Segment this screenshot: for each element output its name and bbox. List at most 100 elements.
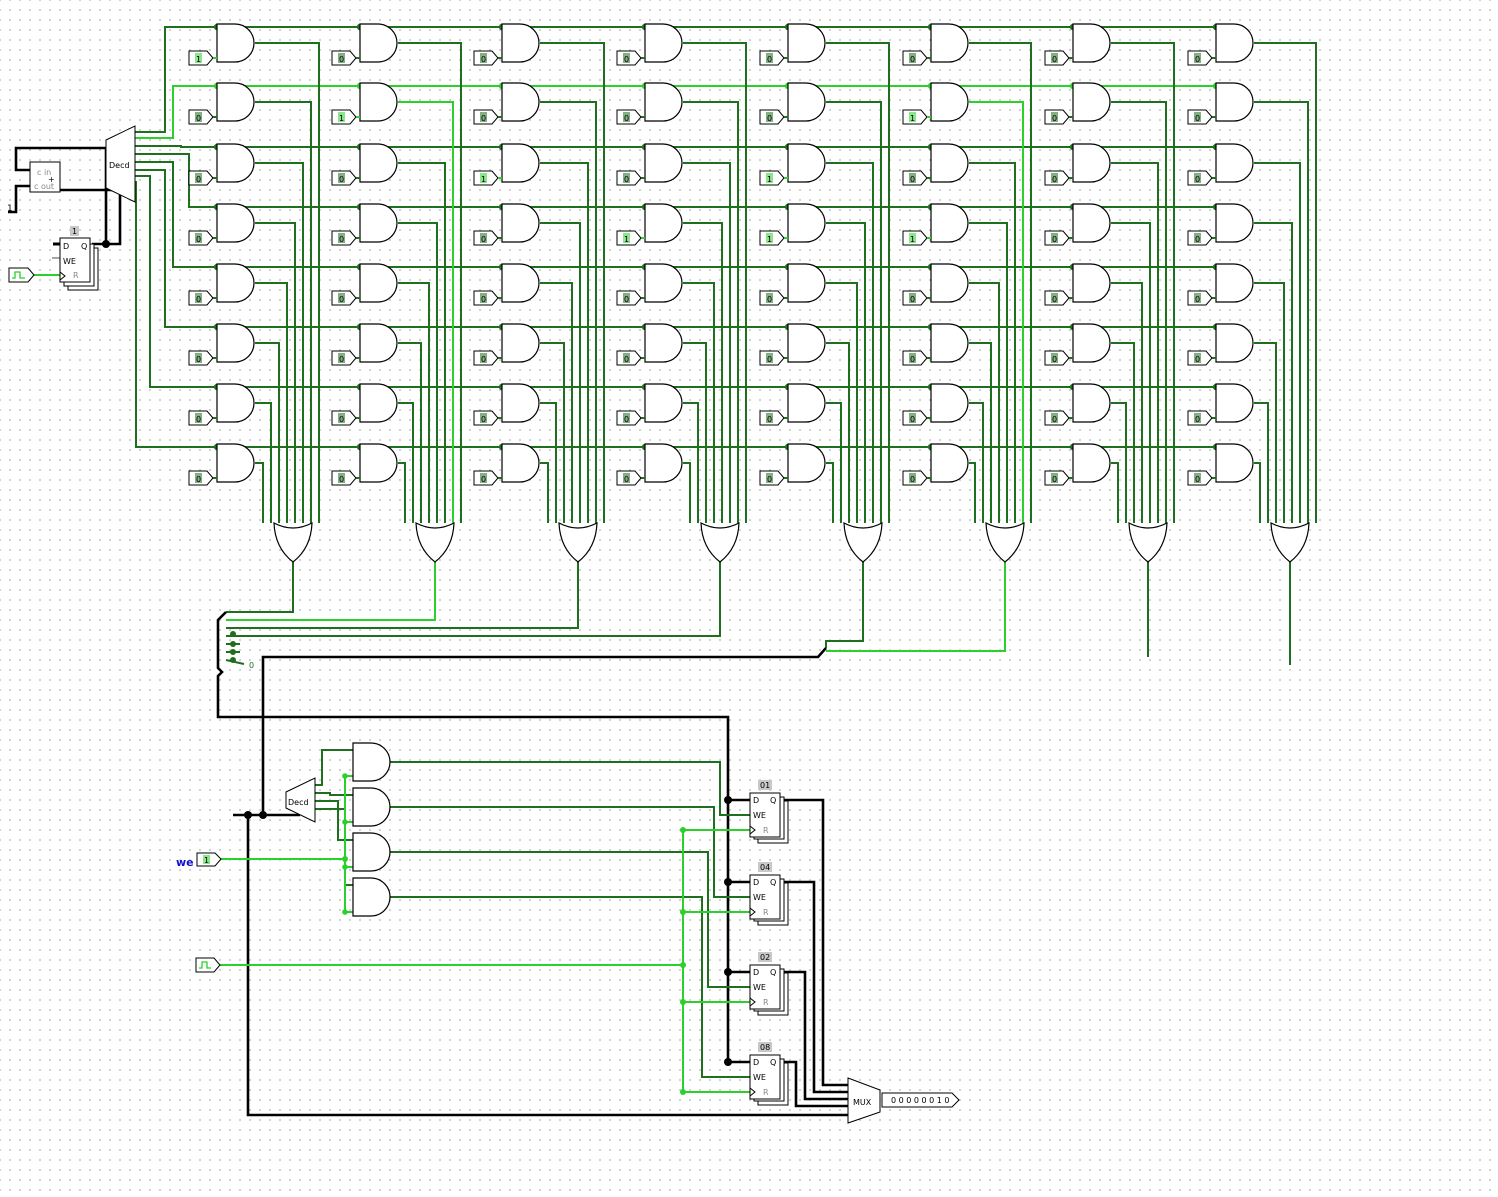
constant-input-pin[interactable]: 0 <box>473 470 499 486</box>
constant-input-pin[interactable]: 0 <box>1187 109 1213 125</box>
constant-input-pin[interactable]: 0 <box>331 410 357 426</box>
constant-input-pin[interactable]: 0 <box>1044 170 1070 186</box>
constant-input-pin[interactable]: 0 <box>1187 410 1213 426</box>
constant-input-pin[interactable]: 0 <box>331 230 357 246</box>
register-body <box>749 964 781 1010</box>
reg-pin-r: R <box>763 826 769 835</box>
constant-input-pin[interactable]: 0 <box>188 350 214 366</box>
rom-cell: 0 <box>616 383 683 426</box>
constant-input-pin[interactable]: 0 <box>1044 350 1070 366</box>
constant-input-pin[interactable]: 0 <box>902 50 928 66</box>
and-to-or-wire <box>969 342 992 523</box>
and-to-or-wire <box>540 342 565 523</box>
constant-input-pin[interactable]: 0 <box>473 410 499 426</box>
constant-input-pin[interactable]: 0 <box>616 109 642 125</box>
constant-input-pin[interactable]: 0 <box>331 170 357 186</box>
constant-input-pin[interactable]: 0 <box>188 470 214 486</box>
constant-input-pin[interactable]: 0 <box>616 410 642 426</box>
constant-input-pin[interactable]: 0 <box>759 50 785 66</box>
bus <box>8 184 30 214</box>
output-mux[interactable]: MUX <box>847 1077 881 1124</box>
reg-pin-we: WE <box>753 983 766 992</box>
pin-fill <box>1051 53 1058 63</box>
constant-input-pin[interactable]: 0 <box>759 109 785 125</box>
constant-input-pin[interactable]: 0 <box>473 109 499 125</box>
constant-input-pin[interactable]: 0 <box>759 350 785 366</box>
adder-plus-label: + <box>48 175 55 184</box>
pin-value: 0 <box>1052 55 1057 64</box>
constant-input-pin[interactable]: 0 <box>1187 470 1213 486</box>
constant-input-pin[interactable]: 0 <box>759 470 785 486</box>
constant-input-pin[interactable]: 0 <box>188 170 214 186</box>
constant-input-pin[interactable]: 0 <box>473 50 499 66</box>
constant-input-pin[interactable]: 1 <box>473 170 499 186</box>
constant-input-pin[interactable]: 0 <box>902 290 928 306</box>
constant-input-pin[interactable]: 0 <box>188 290 214 306</box>
constant-input-pin[interactable]: 1 <box>188 50 214 66</box>
wire-junction <box>680 909 686 915</box>
constant-input-pin[interactable]: 0 <box>1187 50 1213 66</box>
constant-input-pin[interactable]: 0 <box>188 230 214 246</box>
constant-input-pin[interactable]: 0 <box>331 350 357 366</box>
bottom-decoder[interactable]: Decd <box>285 777 316 823</box>
constant-input-pin[interactable]: 0 <box>902 410 928 426</box>
constant-input-pin[interactable]: 0 <box>188 410 214 426</box>
constant-input-pin[interactable]: 0 <box>473 230 499 246</box>
constant-input-pin[interactable]: 0 <box>1044 290 1070 306</box>
and-to-or-wire <box>398 101 454 523</box>
constant-input-pin[interactable]: 1 <box>331 109 357 125</box>
constant-input-pin[interactable]: 0 <box>759 290 785 306</box>
and-gate <box>359 383 398 423</box>
constant-input-pin[interactable]: 0 <box>1044 50 1070 66</box>
constant-input-pin[interactable]: 0 <box>1044 109 1070 125</box>
constant-input-pin[interactable]: 1 <box>759 170 785 186</box>
constant-input-pin[interactable]: 0 <box>331 470 357 486</box>
wire-junction <box>230 631 236 637</box>
top-decoder[interactable]: Decd <box>105 125 136 203</box>
constant-input-pin[interactable]: 1 <box>616 230 642 246</box>
constant-input-pin[interactable]: 0 <box>1044 470 1070 486</box>
constant-input-pin[interactable]: 0 <box>473 350 499 366</box>
constant-input-pin[interactable]: 1 <box>759 230 785 246</box>
constant-input-pin[interactable]: 0 <box>616 470 642 486</box>
register-tag: 08 <box>760 1043 770 1052</box>
constant-input-pin[interactable]: 0 <box>902 170 928 186</box>
clock-input-bottom[interactable] <box>195 957 221 973</box>
constant-input-pin[interactable]: 0 <box>616 350 642 366</box>
output-pin[interactable]: 0 0 0 0 0 0 1 0 <box>881 1092 960 1108</box>
constant-input-pin[interactable]: 1 <box>902 109 928 125</box>
counter-register[interactable]: 1 D Q WE R <box>59 226 99 291</box>
constant-input-pin[interactable]: 0 <box>331 50 357 66</box>
constant-input-pin[interactable]: 0 <box>1044 230 1070 246</box>
constant-input-pin[interactable]: 0 <box>902 470 928 486</box>
constant-input-pin[interactable]: 1 <box>902 230 928 246</box>
wire-junction <box>342 819 348 825</box>
constant-input-pin[interactable]: 0 <box>331 290 357 306</box>
constant-input-pin[interactable]: 0 <box>1187 290 1213 306</box>
constant-input-pin[interactable]: 0 <box>616 50 642 66</box>
constant-input-pin[interactable]: 0 <box>902 350 928 366</box>
pin-fill <box>766 473 773 483</box>
pin-value: 0 <box>339 175 344 184</box>
constant-input-pin[interactable]: 0 <box>759 410 785 426</box>
constant-input-pin[interactable]: 0 <box>473 290 499 306</box>
constant-input-pin[interactable]: 0 <box>1187 230 1213 246</box>
constant-input-pin[interactable]: 0 <box>616 170 642 186</box>
constant-input-pin[interactable]: 0 <box>1044 410 1070 426</box>
constant-input-pin[interactable]: 0 <box>188 109 214 125</box>
row-select-line <box>135 85 1216 139</box>
clock-notch <box>749 825 756 835</box>
constant-input-pin[interactable]: 0 <box>1187 170 1213 186</box>
reg-pin-we: WE <box>753 893 766 902</box>
pin-fill <box>195 413 202 423</box>
constant-input-pin[interactable]: 0 <box>1187 350 1213 366</box>
we-input-pin[interactable]: 1 <box>196 852 222 867</box>
constant-input-pin[interactable]: 0 <box>616 290 642 306</box>
clock-input-top[interactable] <box>8 267 35 283</box>
counter-adder[interactable]: c in + c out <box>29 161 61 193</box>
